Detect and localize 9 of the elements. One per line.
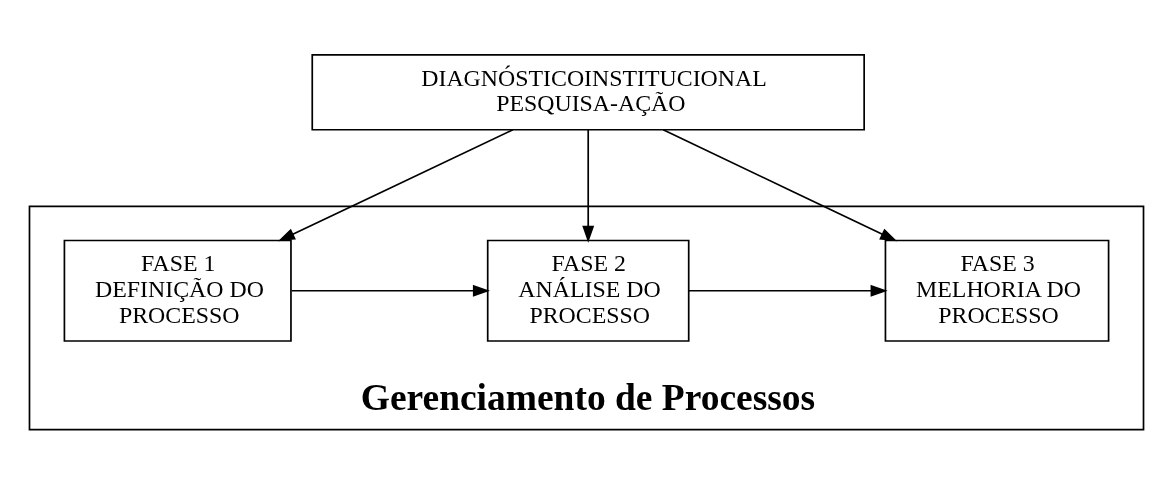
arrow [278,128,514,241]
node-box: DIAGNÓSTICOINSTITUCIONAL PESQUISA-AÇÃO [311,53,865,131]
node-box: FASE 3 MELHORIA DO PROCESSO [884,239,1110,342]
arrow [290,284,490,297]
node-box: FASE 1 DEFINIÇÃO DO PROCESSO [63,239,292,342]
arrow [582,128,595,243]
arrow [662,128,898,241]
arrow [687,284,888,297]
node-box: FASE 2 ANÁLISE DO PROCESSO [486,239,690,342]
